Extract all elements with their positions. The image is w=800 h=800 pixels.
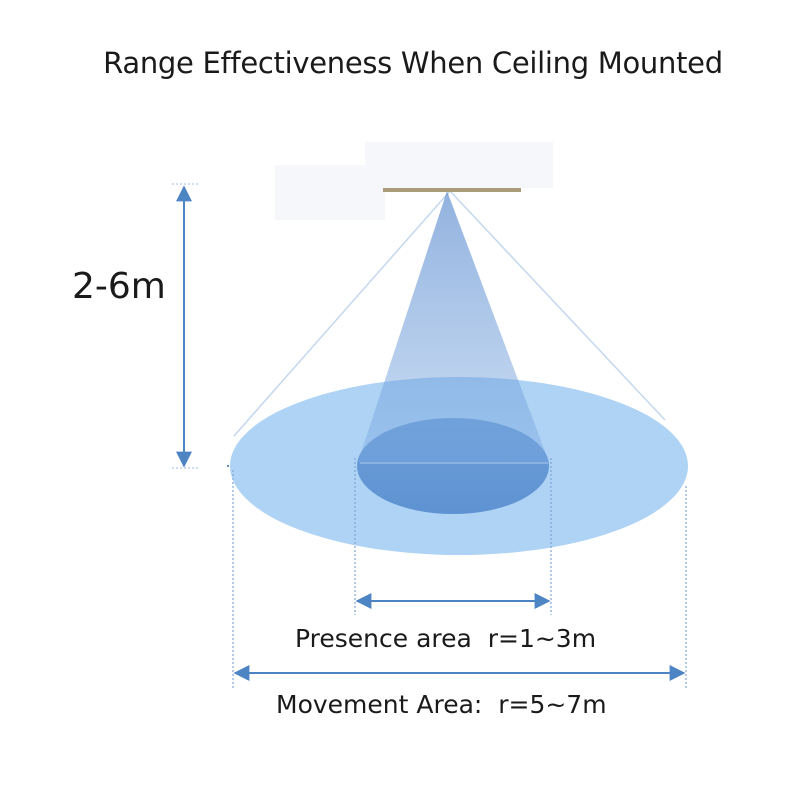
- ceiling-sensor: [383, 188, 521, 192]
- page-title: Range Effectiveness When Ceiling Mounted: [103, 46, 723, 80]
- presence-area-label: Presence area r=1~3m: [295, 624, 597, 653]
- presence-cone: [358, 191, 549, 462]
- mounting-height-label: 2-6m: [72, 266, 166, 307]
- movement-cone-line-left: [233, 190, 451, 437]
- movement-cone-line-right: [449, 190, 666, 421]
- ceiling-patch-right: [365, 142, 553, 188]
- floor-marker-dot: [226, 464, 230, 468]
- movement-area-label: Movement Area: r=5~7m: [276, 690, 607, 719]
